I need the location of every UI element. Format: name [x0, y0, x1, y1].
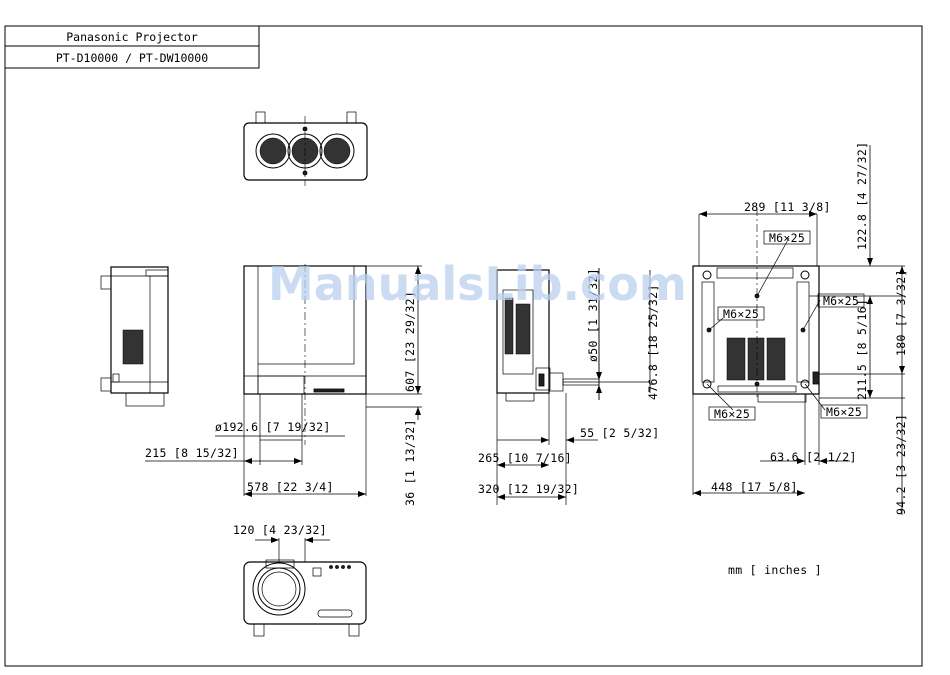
dim-foot-36: 36 [1 13/32]: [403, 419, 417, 506]
dim-lens-offset: 215 [8 15/32]: [145, 446, 239, 460]
title-block: Panasonic Projector PT-D10000 / PT-DW100…: [4, 25, 260, 69]
lens-front-view: [243, 538, 367, 637]
dim-side-depth: 476.8 [18 25/32]: [646, 284, 660, 400]
front-view: [243, 264, 422, 496]
title-brand: Panasonic Projector: [66, 30, 198, 44]
top-view: [243, 111, 368, 186]
screw-label-top: M6×25: [769, 231, 805, 245]
watermark: ManualsLib.com: [268, 257, 687, 311]
dim-mount-122: 122.8 [4 27/32]: [855, 142, 869, 250]
screw-labels: M6×25 M6×25 M6×25 M6×25 M6×25: [708, 230, 868, 421]
screw-label-bottom-right: M6×25: [826, 405, 862, 419]
left-side-view: [100, 266, 169, 407]
dim-mount-63: 63.6 [2 1/2]: [770, 450, 857, 464]
units-note: mm [ inches ]: [728, 563, 822, 577]
dim-port-diameter: ø50 [1 31/32]: [586, 268, 600, 362]
dim-lens-width: 120 [4 23/32]: [233, 523, 327, 537]
dim-width: 578 [22 3/4]: [247, 480, 334, 494]
dimension-labels: ø192.6 [7 19/32] 215 [8 15/32] 578 [22 3…: [145, 200, 857, 577]
dim-mount-180: 180 [7 3/32]: [894, 269, 908, 356]
dim-depth-607: 607 [23 29/32]: [403, 291, 417, 392]
dim-mount-94: 94.2 [3 23/32]: [894, 414, 908, 515]
dim-mount-448: 448 [17 5/8]: [711, 480, 798, 494]
dimension-lines: [145, 145, 905, 543]
dim-lens-diameter: ø192.6 [7 19/32]: [215, 420, 331, 434]
dim-mount-289: 289 [11 3/8]: [744, 200, 831, 214]
bottom-mount-view: [692, 208, 905, 495]
screw-label-left: M6×25: [723, 307, 759, 321]
screw-label-bottom-left: M6×25: [714, 407, 750, 421]
dim-side-320: 320 [12 19/32]: [478, 482, 579, 496]
dim-side-265: 265 [10 7/16]: [478, 451, 572, 465]
outer-frame: [4, 25, 923, 667]
dim-port-offset: 55 [2 5/32]: [580, 426, 659, 440]
dim-mount-211: 211.5 [8 5/16]: [855, 299, 869, 400]
title-models: PT-D10000 / PT-DW10000: [56, 51, 208, 65]
vertical-dimension-labels: 607 [23 29/32] 36 [1 13/32] ø50 [1 31/32…: [403, 142, 908, 515]
screw-label-right: M6×25: [823, 294, 859, 308]
